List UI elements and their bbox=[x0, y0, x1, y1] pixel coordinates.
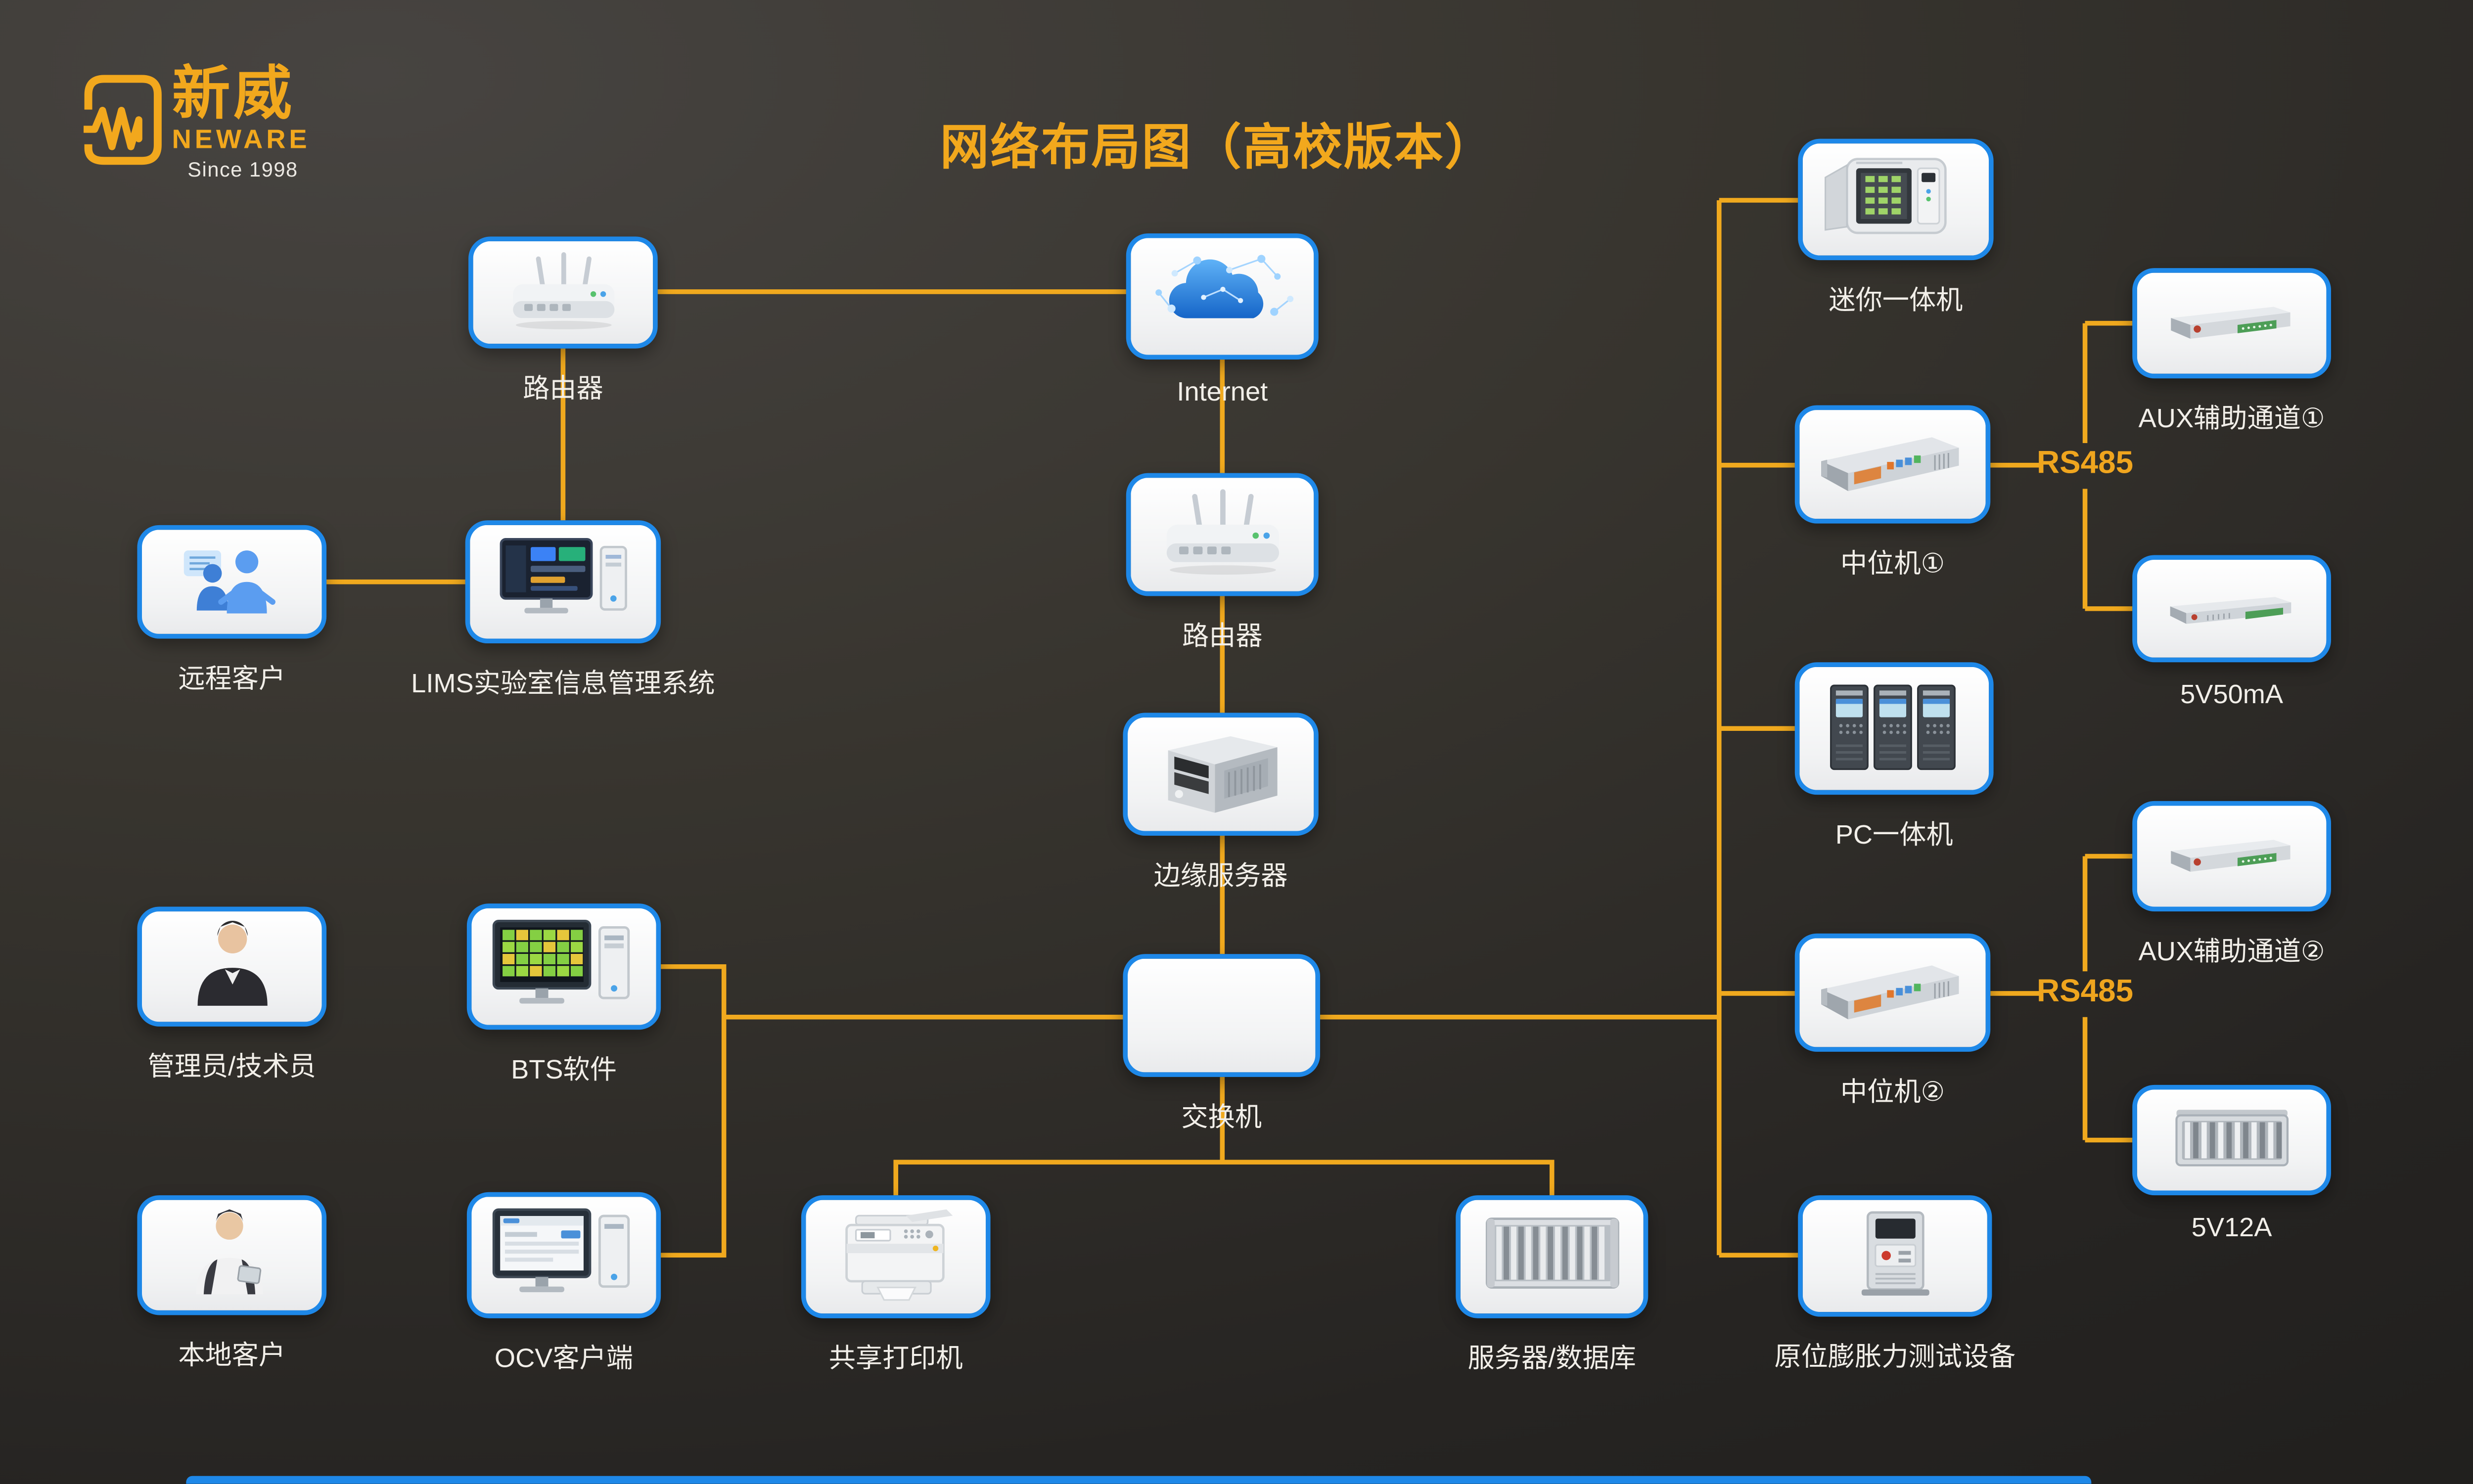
insitu-icon bbox=[1810, 1207, 1980, 1305]
rs485-label: RS485 bbox=[2037, 446, 2134, 481]
pc-all-in-one-label: PC一体机 bbox=[1835, 820, 1953, 850]
pctower-icon bbox=[1807, 675, 1981, 783]
edgeserver-icon bbox=[1135, 724, 1306, 824]
unit-5v12a-label: 5V12A bbox=[2191, 1213, 2272, 1243]
unit-5v50ma-node bbox=[2132, 555, 2332, 663]
edge-server-node bbox=[1123, 713, 1319, 836]
router-top-label: 路由器 bbox=[523, 373, 603, 404]
logo-since-text: Since 1998 bbox=[187, 157, 298, 181]
serverdb-icon bbox=[1468, 1207, 1636, 1306]
neware-logo-mark-icon bbox=[84, 75, 162, 165]
printer-icon bbox=[813, 1207, 978, 1306]
lims-icon bbox=[477, 532, 648, 632]
mid-unit-2-label: 中位机② bbox=[1840, 1077, 1945, 1107]
aux-channel-2-node bbox=[2132, 801, 2332, 912]
mid-unit-1-label: 中位机① bbox=[1840, 548, 1945, 579]
admin-technician-node bbox=[137, 906, 327, 1027]
shared-printer-label: 共享打印机 bbox=[828, 1343, 963, 1374]
pc-all-in-one-node bbox=[1794, 662, 1994, 795]
diagram-title: 网络布局图（高校版本） bbox=[940, 120, 1495, 175]
internet-label: Internet bbox=[1177, 377, 1268, 407]
ocv-client-node bbox=[466, 1192, 661, 1318]
server-database-label: 服务器/数据库 bbox=[1467, 1343, 1636, 1374]
router-icon bbox=[1138, 485, 1306, 585]
bts-software-label: BTS软件 bbox=[511, 1055, 617, 1085]
admin-technician-label: 管理员/技术员 bbox=[147, 1051, 316, 1082]
aux-channel-1-node bbox=[2132, 268, 2332, 379]
internet-icon bbox=[1138, 245, 1306, 348]
local-client-label: 本地客户 bbox=[178, 1340, 286, 1371]
v50unit-icon bbox=[2145, 566, 2319, 652]
bts-icon bbox=[479, 915, 648, 1018]
router-icon bbox=[480, 247, 645, 337]
edge-printer--bus--serverdb bbox=[893, 1160, 1555, 1196]
personadmin-icon bbox=[149, 918, 315, 1015]
switch-node bbox=[1123, 954, 1321, 1077]
remote-client-node bbox=[137, 525, 327, 639]
auxunit-icon bbox=[2145, 279, 2319, 368]
mid-unit-1-node bbox=[1794, 405, 1991, 524]
shared-printer-node bbox=[801, 1195, 991, 1318]
insitu-swelling-tester-node bbox=[1798, 1195, 1992, 1317]
edge-bts--junction--ocv bbox=[661, 964, 727, 1258]
aux-channel-1-label: AUX辅助通道① bbox=[2138, 404, 2325, 434]
insitu-swelling-tester-label: 原位膨胀力测试设备 bbox=[1774, 1342, 2016, 1372]
cropped-bottom-element bbox=[186, 1476, 2092, 1484]
v12aunit-icon bbox=[2145, 1096, 2319, 1185]
lims-node bbox=[465, 520, 661, 644]
server-database-node bbox=[1456, 1195, 1649, 1318]
rs485-label: RS485 bbox=[2037, 974, 2134, 1009]
neware-logo: 新威 NEWARE Since 1998 bbox=[84, 61, 311, 183]
aux-channel-2-label: AUX辅助通道② bbox=[2138, 937, 2325, 967]
ocv-client-label: OCV客户端 bbox=[494, 1343, 634, 1374]
mini-all-in-one-node bbox=[1798, 138, 1994, 261]
mini-icon bbox=[1810, 150, 1981, 249]
remote-client-label: 远程客户 bbox=[178, 664, 286, 694]
personlocal-icon bbox=[149, 1207, 315, 1304]
local-client-node bbox=[137, 1195, 327, 1315]
ocv-icon bbox=[479, 1204, 648, 1306]
switch-icon bbox=[1135, 966, 1308, 1066]
mini-all-in-one-label: 迷你一体机 bbox=[1829, 285, 1963, 315]
mid-unit-2-node bbox=[1794, 933, 1991, 1052]
logo-brand-zh: 新威 bbox=[172, 61, 295, 127]
switch-label: 交换机 bbox=[1181, 1102, 1262, 1132]
edge-server-label: 边缘服务器 bbox=[1153, 861, 1288, 891]
router-mid-label: 路由器 bbox=[1182, 621, 1263, 651]
internet-node bbox=[1126, 233, 1319, 360]
unit-5v50ma-label: 5V50mA bbox=[2180, 679, 2284, 710]
unit-5v12a-node bbox=[2132, 1084, 2332, 1196]
bts-software-node bbox=[466, 903, 661, 1030]
people-icon bbox=[149, 536, 315, 628]
router-mid-node bbox=[1126, 473, 1319, 596]
midunit-icon bbox=[1807, 416, 1978, 512]
auxunit-icon bbox=[2145, 812, 2319, 901]
lims-label: LIMS实验室信息管理系统 bbox=[411, 669, 715, 699]
logo-brand-en: NEWARE bbox=[172, 124, 311, 155]
router-top-node bbox=[468, 236, 658, 349]
midunit-icon bbox=[1807, 945, 1978, 1041]
